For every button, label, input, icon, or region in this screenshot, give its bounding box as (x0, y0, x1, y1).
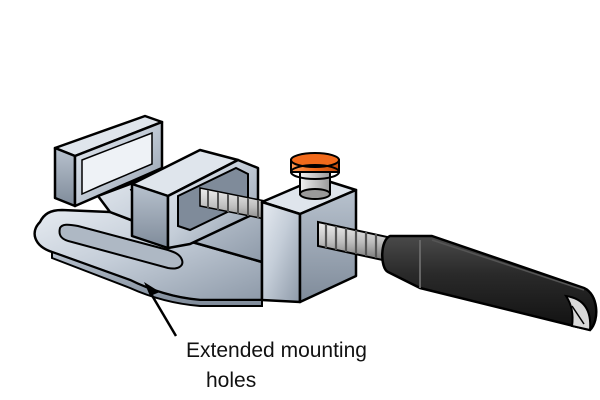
stop-knob (290, 152, 340, 200)
fixed-jaw (53, 114, 164, 208)
handle (381, 234, 598, 332)
mounting-slot (58, 223, 184, 270)
callout-label: Extended mounting holes (186, 336, 416, 396)
callout-arrow (144, 282, 178, 337)
threaded-spindle (317, 220, 393, 264)
callout-label-line2: holes (206, 369, 257, 392)
callout-label-line1: Extended mounting (186, 339, 367, 362)
